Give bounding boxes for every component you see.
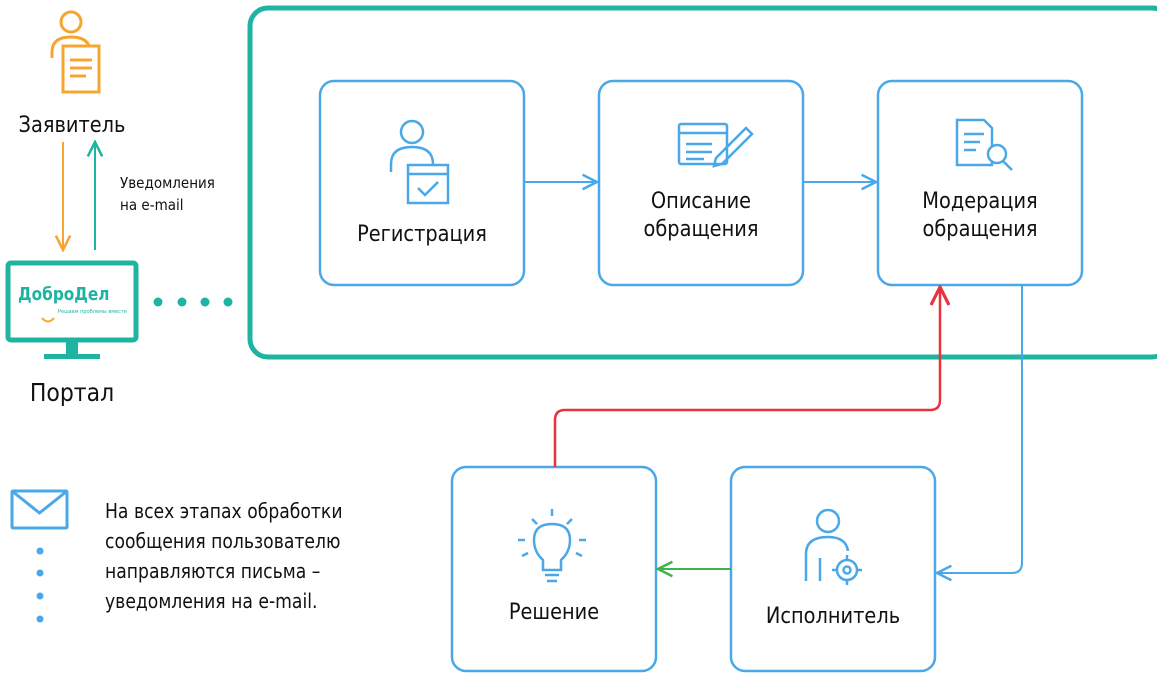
connector-dots xyxy=(153,297,233,307)
portal-logo-tagline: Решаем проблемы вместе xyxy=(58,309,127,315)
moderation-label: Модерация обращения xyxy=(922,189,1038,242)
portal-process-frame xyxy=(247,5,1157,360)
edge-solution-moderation xyxy=(553,287,940,467)
registration-icon xyxy=(389,119,450,205)
note-line: На всех этапах обработки xyxy=(105,499,343,523)
notification-edge-label: Уведомления на e-mail xyxy=(120,174,215,214)
monitor-icon xyxy=(5,260,139,359)
executor-gear-icon xyxy=(804,508,862,585)
lightbulb-icon xyxy=(518,509,586,583)
applicant-label: Заявитель xyxy=(18,113,126,138)
description-label: Описание обращения xyxy=(643,189,759,242)
document-edit-icon xyxy=(677,122,754,168)
registration-label: Регистрация xyxy=(357,222,487,247)
applicant-icon xyxy=(50,10,101,94)
solution-label: Решение xyxy=(508,600,600,625)
portal-logo-text: ДоброДел xyxy=(18,284,110,305)
portal-label: Портал xyxy=(29,378,115,407)
document-search-icon xyxy=(955,118,1013,171)
timeline-dots xyxy=(36,547,44,623)
note-line: уведомления на e-mail. xyxy=(105,589,318,613)
moderation-node xyxy=(876,79,1084,287)
edge-moderation-executor xyxy=(937,285,1023,573)
description-node xyxy=(597,79,805,287)
envelope-icon xyxy=(10,489,69,530)
executor-label: Исполнитель xyxy=(765,604,901,629)
note-line: сообщения пользователю xyxy=(105,529,341,553)
note-line: направляются письма – xyxy=(105,559,321,583)
